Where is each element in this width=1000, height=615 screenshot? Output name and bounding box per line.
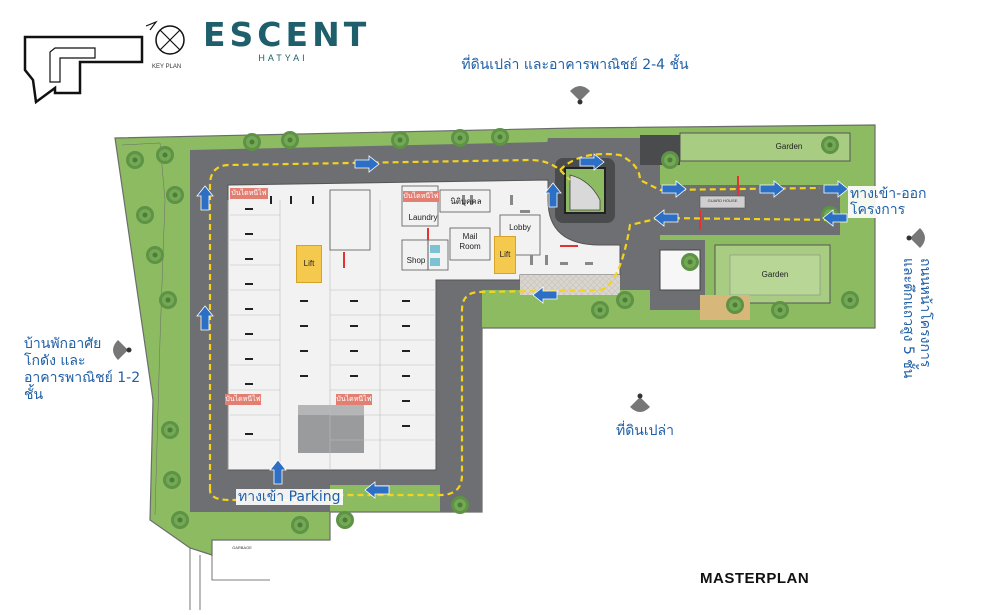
viewpoint-icons [113,86,925,412]
viewpoint-right-icon [906,228,925,248]
central-planter [555,158,615,223]
surrounding-bottom-label: ที่ดินเปล่า [615,423,674,439]
shop-label: Shop [406,256,426,265]
fire-stair-3: บันไดหนีไฟ [225,394,261,405]
guard-house-label: GUARD HOUSE [707,198,738,203]
lift-a: Lift [296,245,322,283]
brand-subtitle: HATYAI [258,53,308,63]
lobby-label: Lobby [509,223,531,232]
brand-logo: ESCENT HATYAI [203,15,371,64]
garbage-access [189,548,270,610]
parking-entrance-label: ทางเข้า Parking [236,489,343,505]
surrounding-right-label: ถนนหน้าโครงการ และตึกแถวสูง 5 ชั้น [883,258,933,388]
project-entrance-label: ทางเข้า-ออก โครงการ [848,186,929,218]
ground-floor-rooms [329,185,541,271]
surrounding-right-line-1: ถนนหน้าโครงการ [917,258,933,368]
key-plan [23,20,185,105]
viewpoint-bottom-icon [630,393,650,412]
viewpoint-left-icon [113,340,132,360]
garden-right-label: Garden [761,270,789,279]
surrounding-right-line-2: และตึกแถวสูง 5 ชั้น [900,258,916,379]
surrounding-left-line-1: บ้านพักอาศัย [24,336,102,352]
mail-room-label: Mail Room [452,232,488,252]
juristic-office-label: นิติบุคคล [450,197,482,206]
lift-b: Lift [494,236,516,274]
garbage-label: GARBAGE [232,545,252,550]
fire-stair-2: บันไดหนีไฟ [403,191,439,202]
parking-bays [227,200,436,470]
parking-markers [245,196,410,435]
surrounding-top-label: ที่ดินเปล่า และอาคารพาณิชย์ 2-4 ชั้น [461,57,689,73]
surrounding-left-label: บ้านพักอาศัย โกดัง และ อาคารพาณิชย์ 1-2 … [24,336,154,404]
mail-room-line-2: Room [459,242,481,251]
mail-room-line-1: Mail [462,232,478,241]
surrounding-left-line-2: โกดัง และ [24,353,86,369]
key-plan-label: KEY PLAN [152,64,182,70]
barrier-markers [343,176,739,268]
masterplan-title: MASTERPLAN [700,570,810,587]
fire-stair-4: บันไดหนีไฟ [336,394,372,405]
surrounding-left-line-3: อาคารพาณิชย์ 1-2 ชั้น [24,370,141,403]
project-entrance-line-2: โครงการ [850,202,906,218]
fire-stair-1: บันไดหนีไฟ [230,188,268,199]
driving-route [208,152,841,502]
viewpoint-top-icon [570,86,590,105]
furniture [430,195,593,266]
project-entrance-line-1: ทางเข้า-ออก [850,186,927,202]
laundry-room-label: Laundry [408,213,438,222]
brand-name: ESCENT [203,15,371,54]
garden-top-label: Garden [775,142,803,151]
